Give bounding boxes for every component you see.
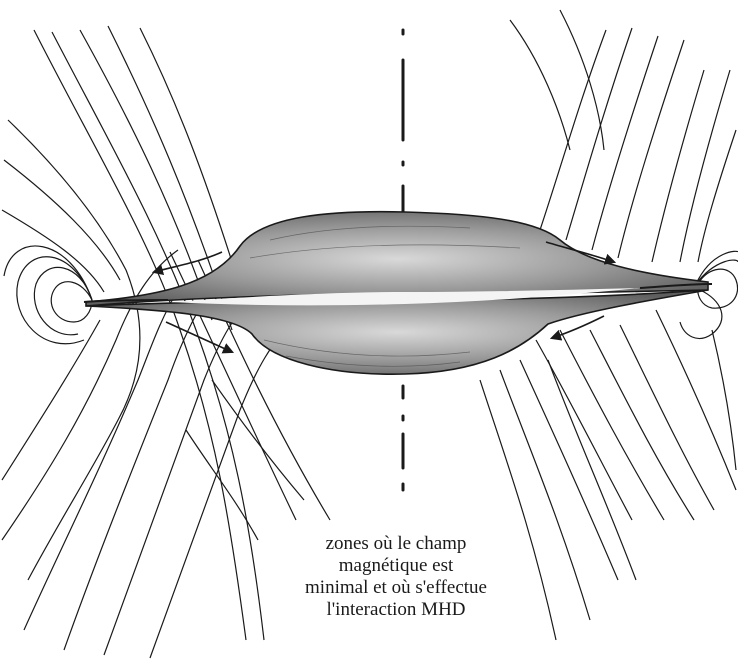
caption-line-1: zones où le champ [256, 533, 536, 555]
caption-line-3: minimal et où s'effectue [256, 577, 536, 599]
right-loop-field [680, 251, 738, 338]
caption-line-2: magnétique est [256, 555, 536, 577]
disk-upper-lobe [86, 212, 708, 306]
caption-text: zones où le champ magnétique est minimal… [256, 533, 536, 621]
disk-body [84, 212, 712, 375]
left-loop-field [4, 246, 92, 344]
caption-line-4: l'interaction MHD [256, 599, 536, 621]
arrow-lower-left [166, 322, 232, 352]
